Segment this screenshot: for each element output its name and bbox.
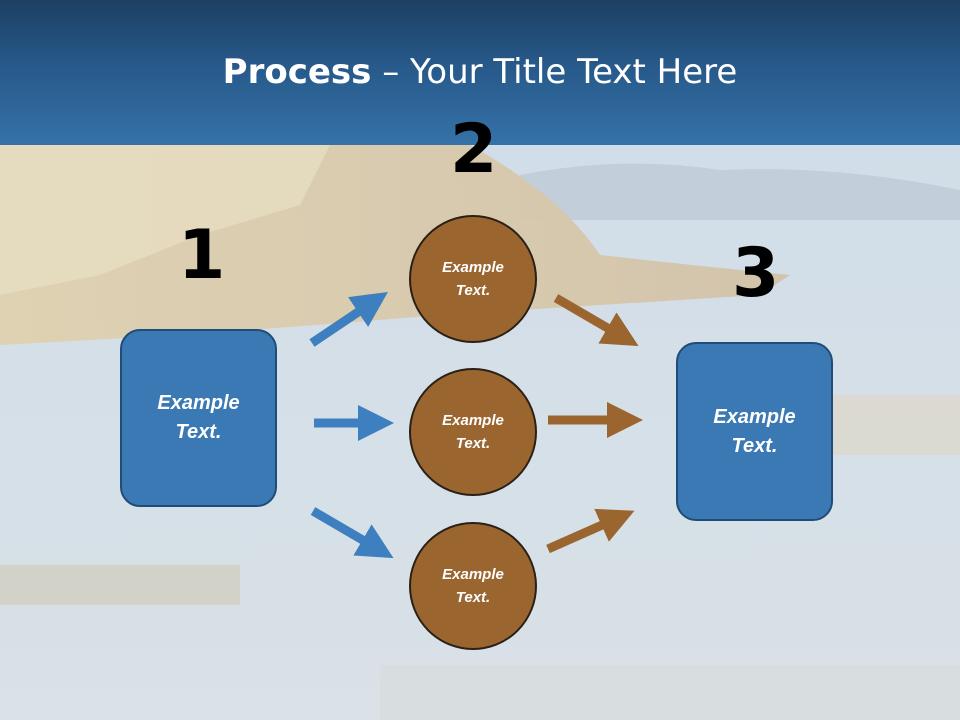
step-number-1: 1 (178, 216, 226, 295)
step-number-3: 3 (732, 234, 780, 313)
step-3-text: Example Text. (713, 405, 796, 457)
title-rest: Your Title Text Here (410, 52, 738, 92)
step-1-text: Example Text. (157, 392, 240, 443)
step-2-circle-top-text: Example Text. (442, 259, 504, 299)
title-bold: Process (222, 52, 372, 92)
title-bar: Process – Your Title Text Here (0, 0, 960, 145)
step-2-circle-middle-text: Example Text. (442, 412, 504, 452)
slide-title: Process – Your Title Text Here (0, 52, 960, 92)
step-2-circle-bottom: Example Text. (409, 522, 537, 650)
step-3-box: Example Text. (676, 342, 833, 521)
title-dash: – (382, 52, 400, 92)
step-number-2: 2 (450, 110, 498, 189)
step-2-circle-top: Example Text. (409, 215, 537, 343)
step-2-circle-bottom-text: Example Text. (442, 566, 504, 606)
step-1-box: Example Text. (120, 329, 277, 507)
step-2-circle-middle: Example Text. (409, 368, 537, 496)
